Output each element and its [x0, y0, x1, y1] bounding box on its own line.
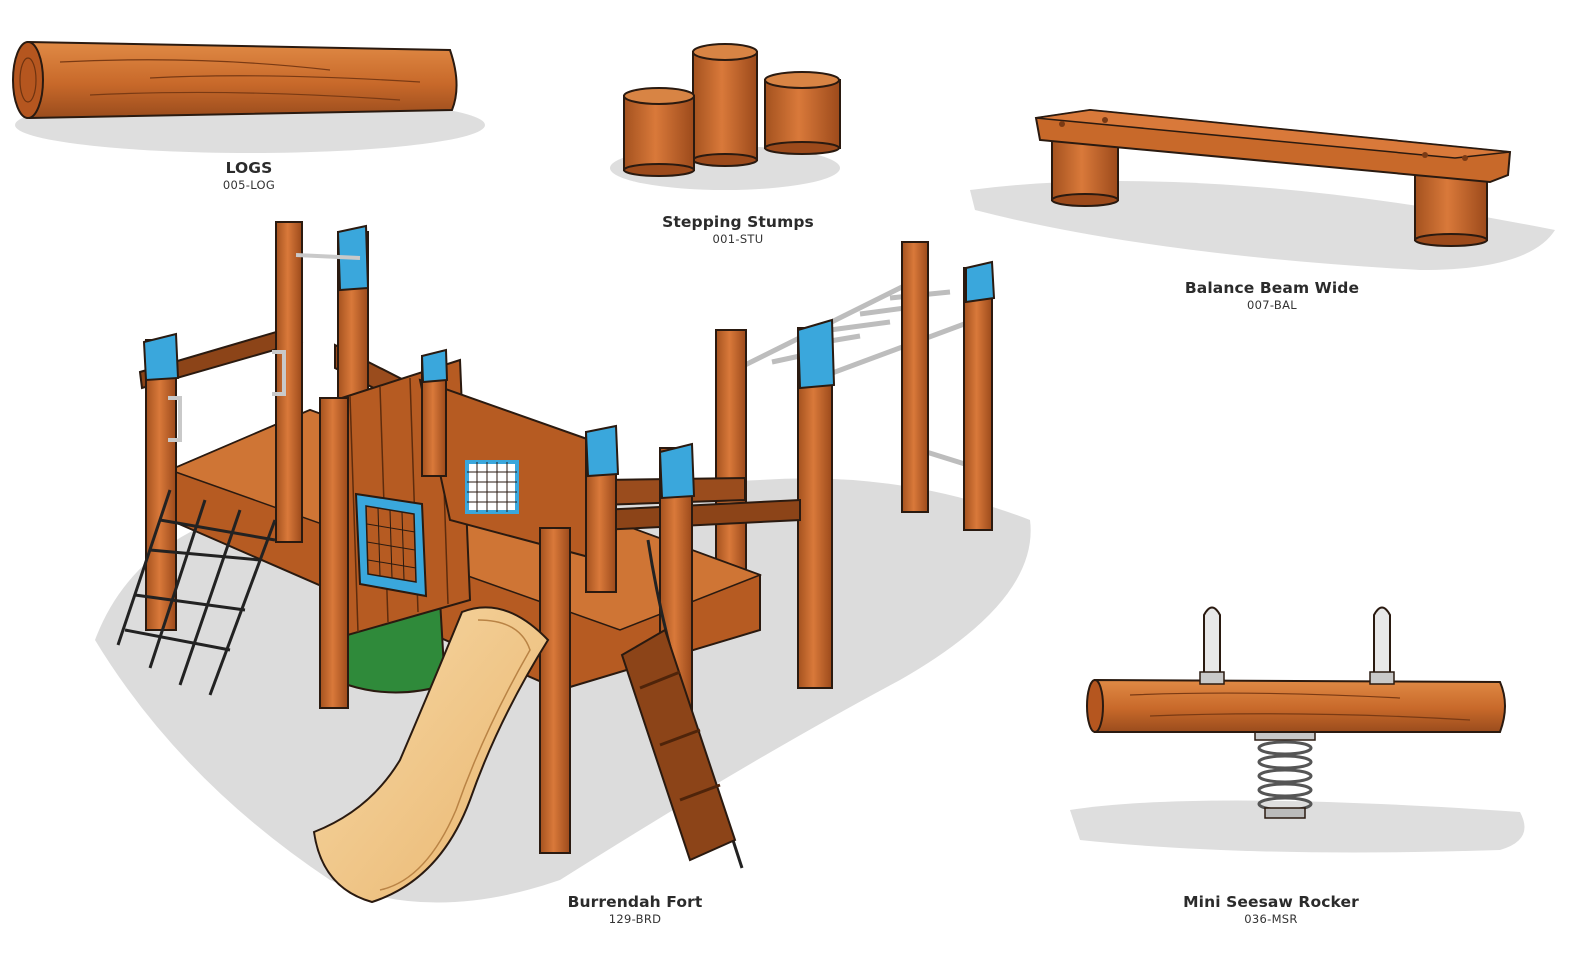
caption-mini-seesaw: Mini Seesaw Rocker 036-MSR — [1111, 892, 1431, 927]
product-name: Balance Beam Wide — [1184, 279, 1360, 297]
log-illustration — [12, 40, 485, 153]
product-name: Stepping Stumps — [662, 213, 814, 231]
monkey-bars — [743, 279, 976, 468]
product-name: LOGS — [225, 159, 273, 177]
seesaw-illustration — [1070, 606, 1525, 853]
product-code: 129-BRD — [608, 912, 662, 926]
caption-stepping-stumps: Stepping Stumps 001-STU — [578, 212, 898, 247]
product-code: 007-BAL — [1247, 298, 1297, 312]
balance-beam-illustration — [970, 108, 1555, 270]
product-name: Mini Seesaw Rocker — [1183, 893, 1359, 911]
product-code: 005-LOG — [222, 178, 276, 192]
stumps-illustration — [610, 43, 841, 190]
caption-balance-beam: Balance Beam Wide 007-BAL — [1112, 278, 1432, 313]
product-code: 036-MSR — [1244, 912, 1298, 926]
caption-logs: LOGS 005-LOG — [89, 158, 409, 193]
product-name: Burrendah Fort — [567, 893, 703, 911]
caption-burrendah-fort: Burrendah Fort 129-BRD — [475, 892, 795, 927]
cargo-net — [116, 489, 277, 696]
fort-illustration — [95, 221, 1031, 904]
product-code: 001-STU — [712, 232, 764, 246]
